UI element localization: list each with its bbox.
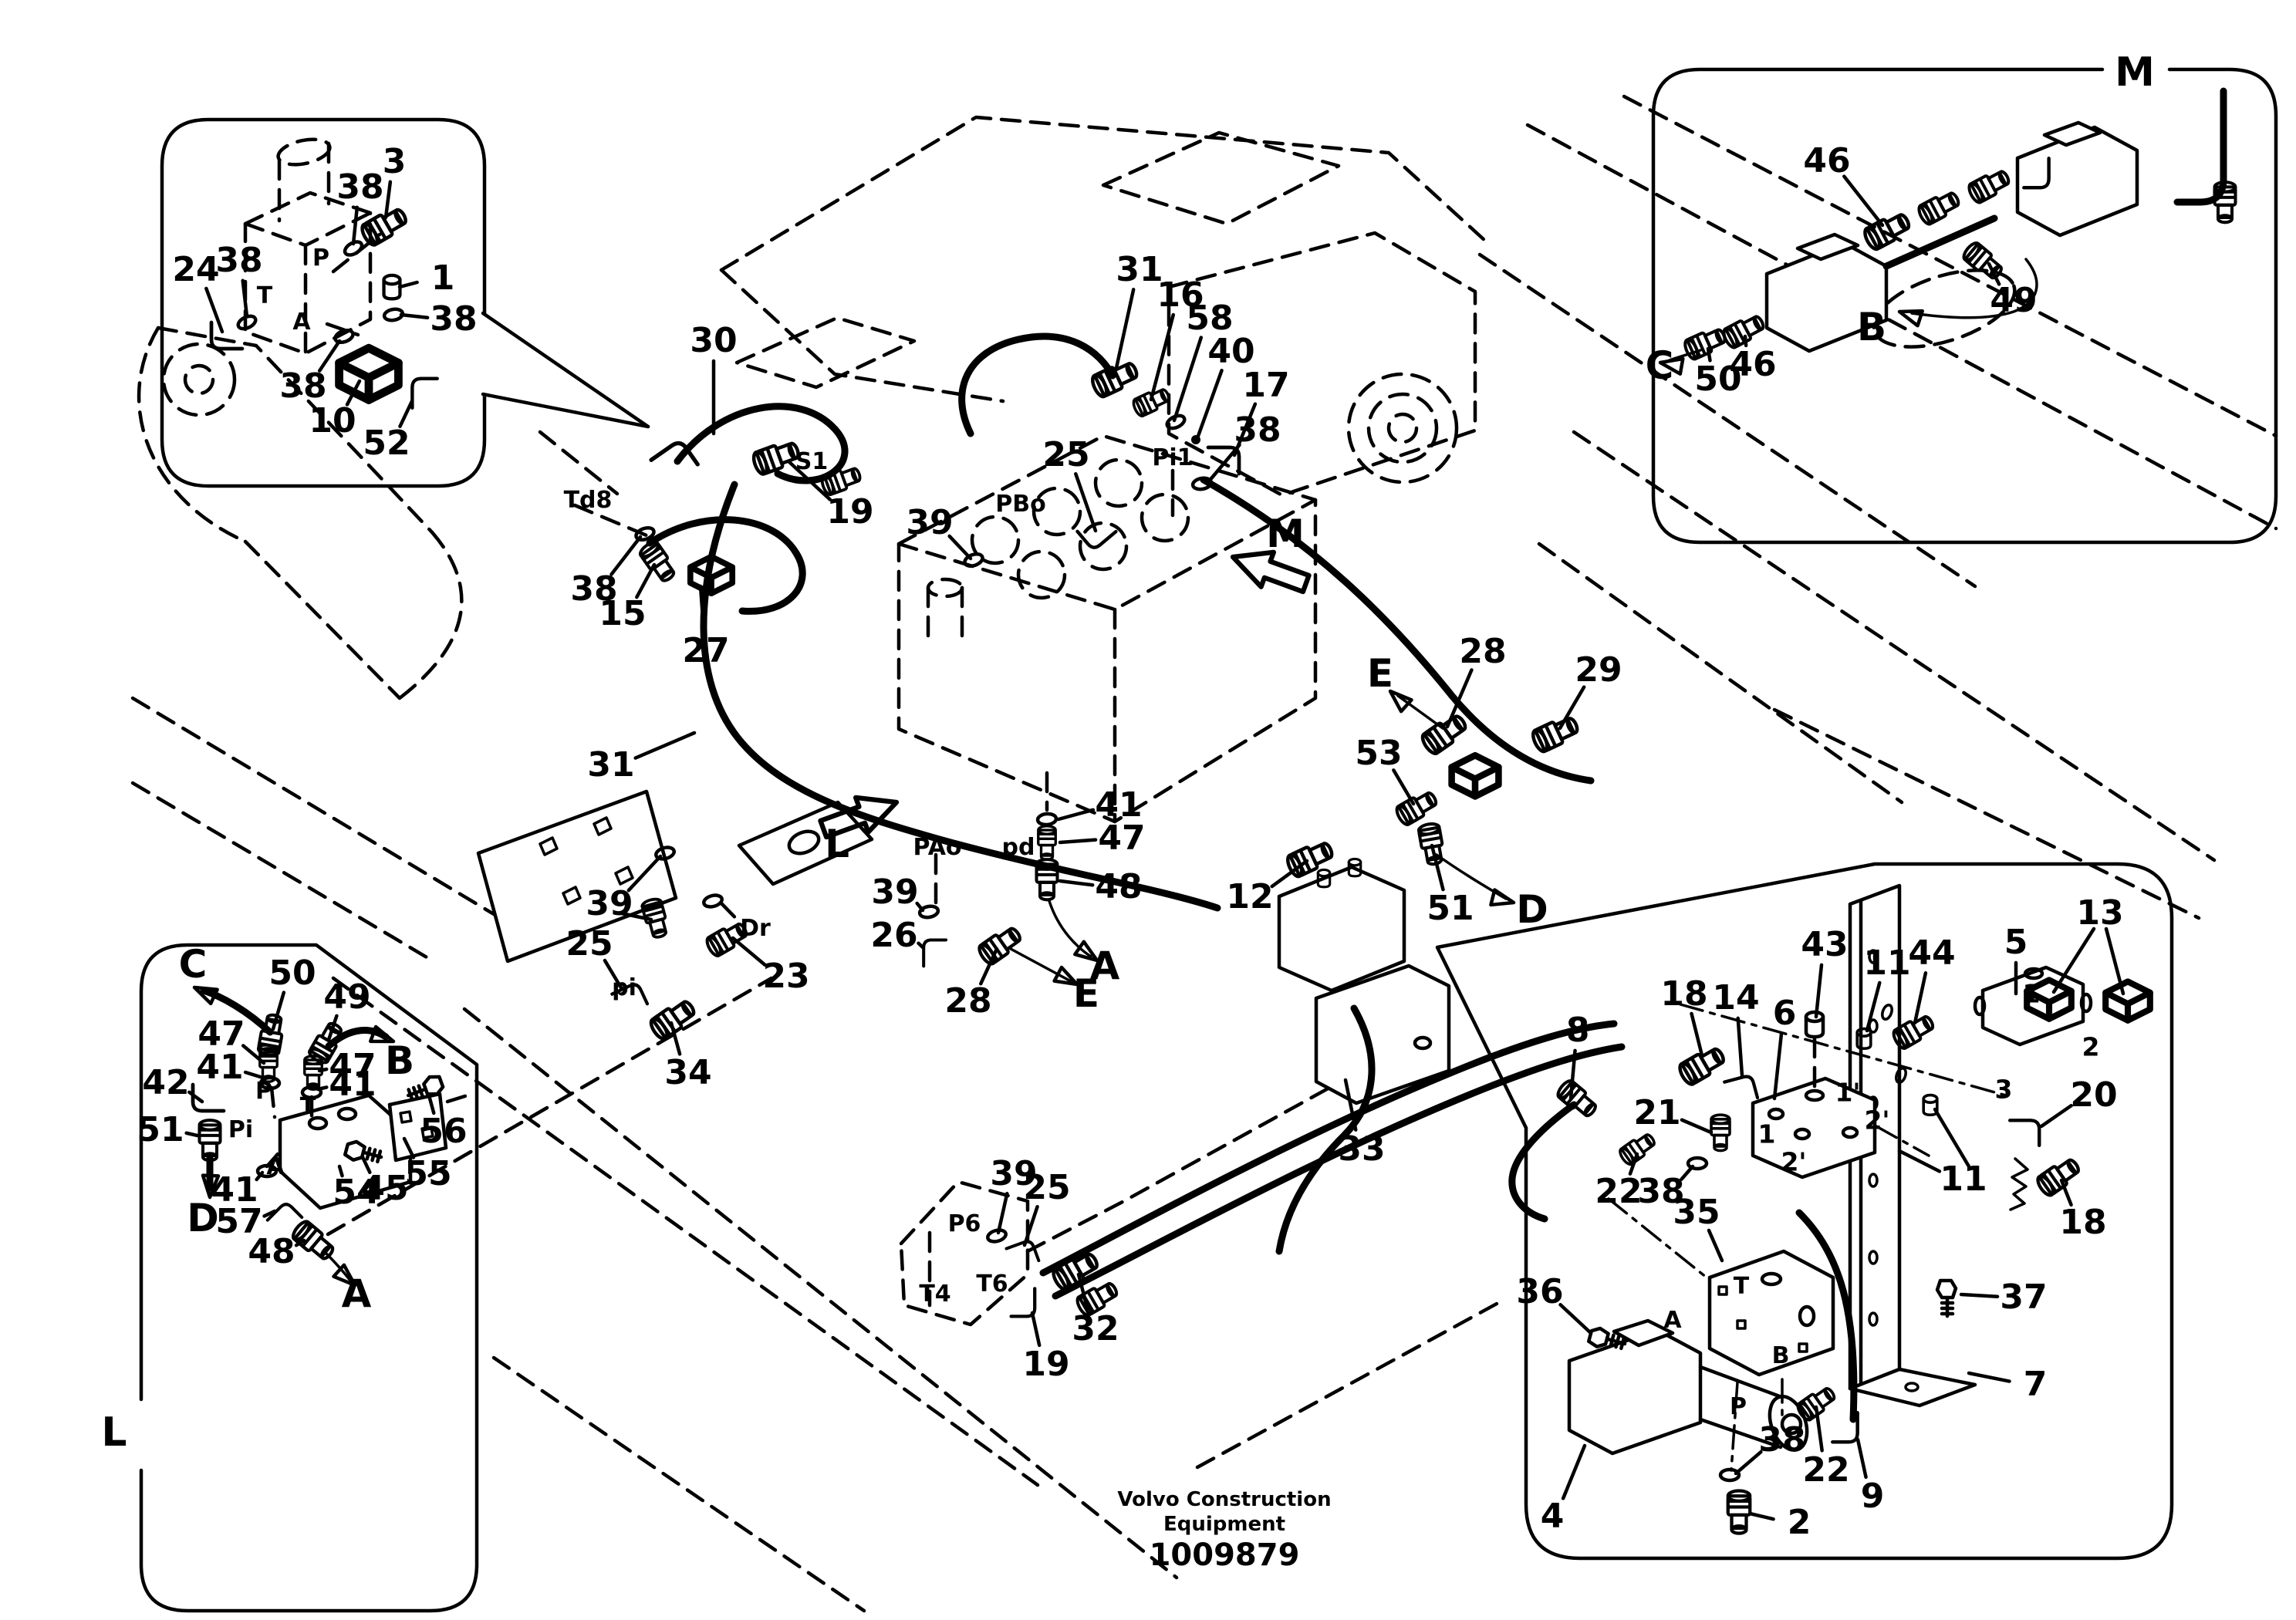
machine-frame-outline (130, 94, 2278, 1613)
inset-bottom-left (139, 943, 479, 1613)
brand-line-2: Equipment (1163, 1513, 1286, 1536)
inset-top-left (160, 117, 650, 488)
hoses (646, 332, 1626, 1300)
mount-plates (476, 789, 874, 964)
inset-bottom-right (1435, 862, 2174, 1561)
p6-hex-plate-dashed (899, 1180, 1030, 1327)
pilot-valve-unit (1277, 857, 1451, 1105)
inset-top-right (1651, 67, 2278, 545)
leader-lines (184, 174, 2125, 1521)
pump-dashed (1167, 231, 1477, 498)
m-block-arrow (1227, 540, 1312, 601)
figure-number: 1009879 (1149, 1537, 1300, 1573)
direction-arrows (817, 540, 1515, 991)
brand-line-1: Volvo Construction (1117, 1488, 1332, 1511)
